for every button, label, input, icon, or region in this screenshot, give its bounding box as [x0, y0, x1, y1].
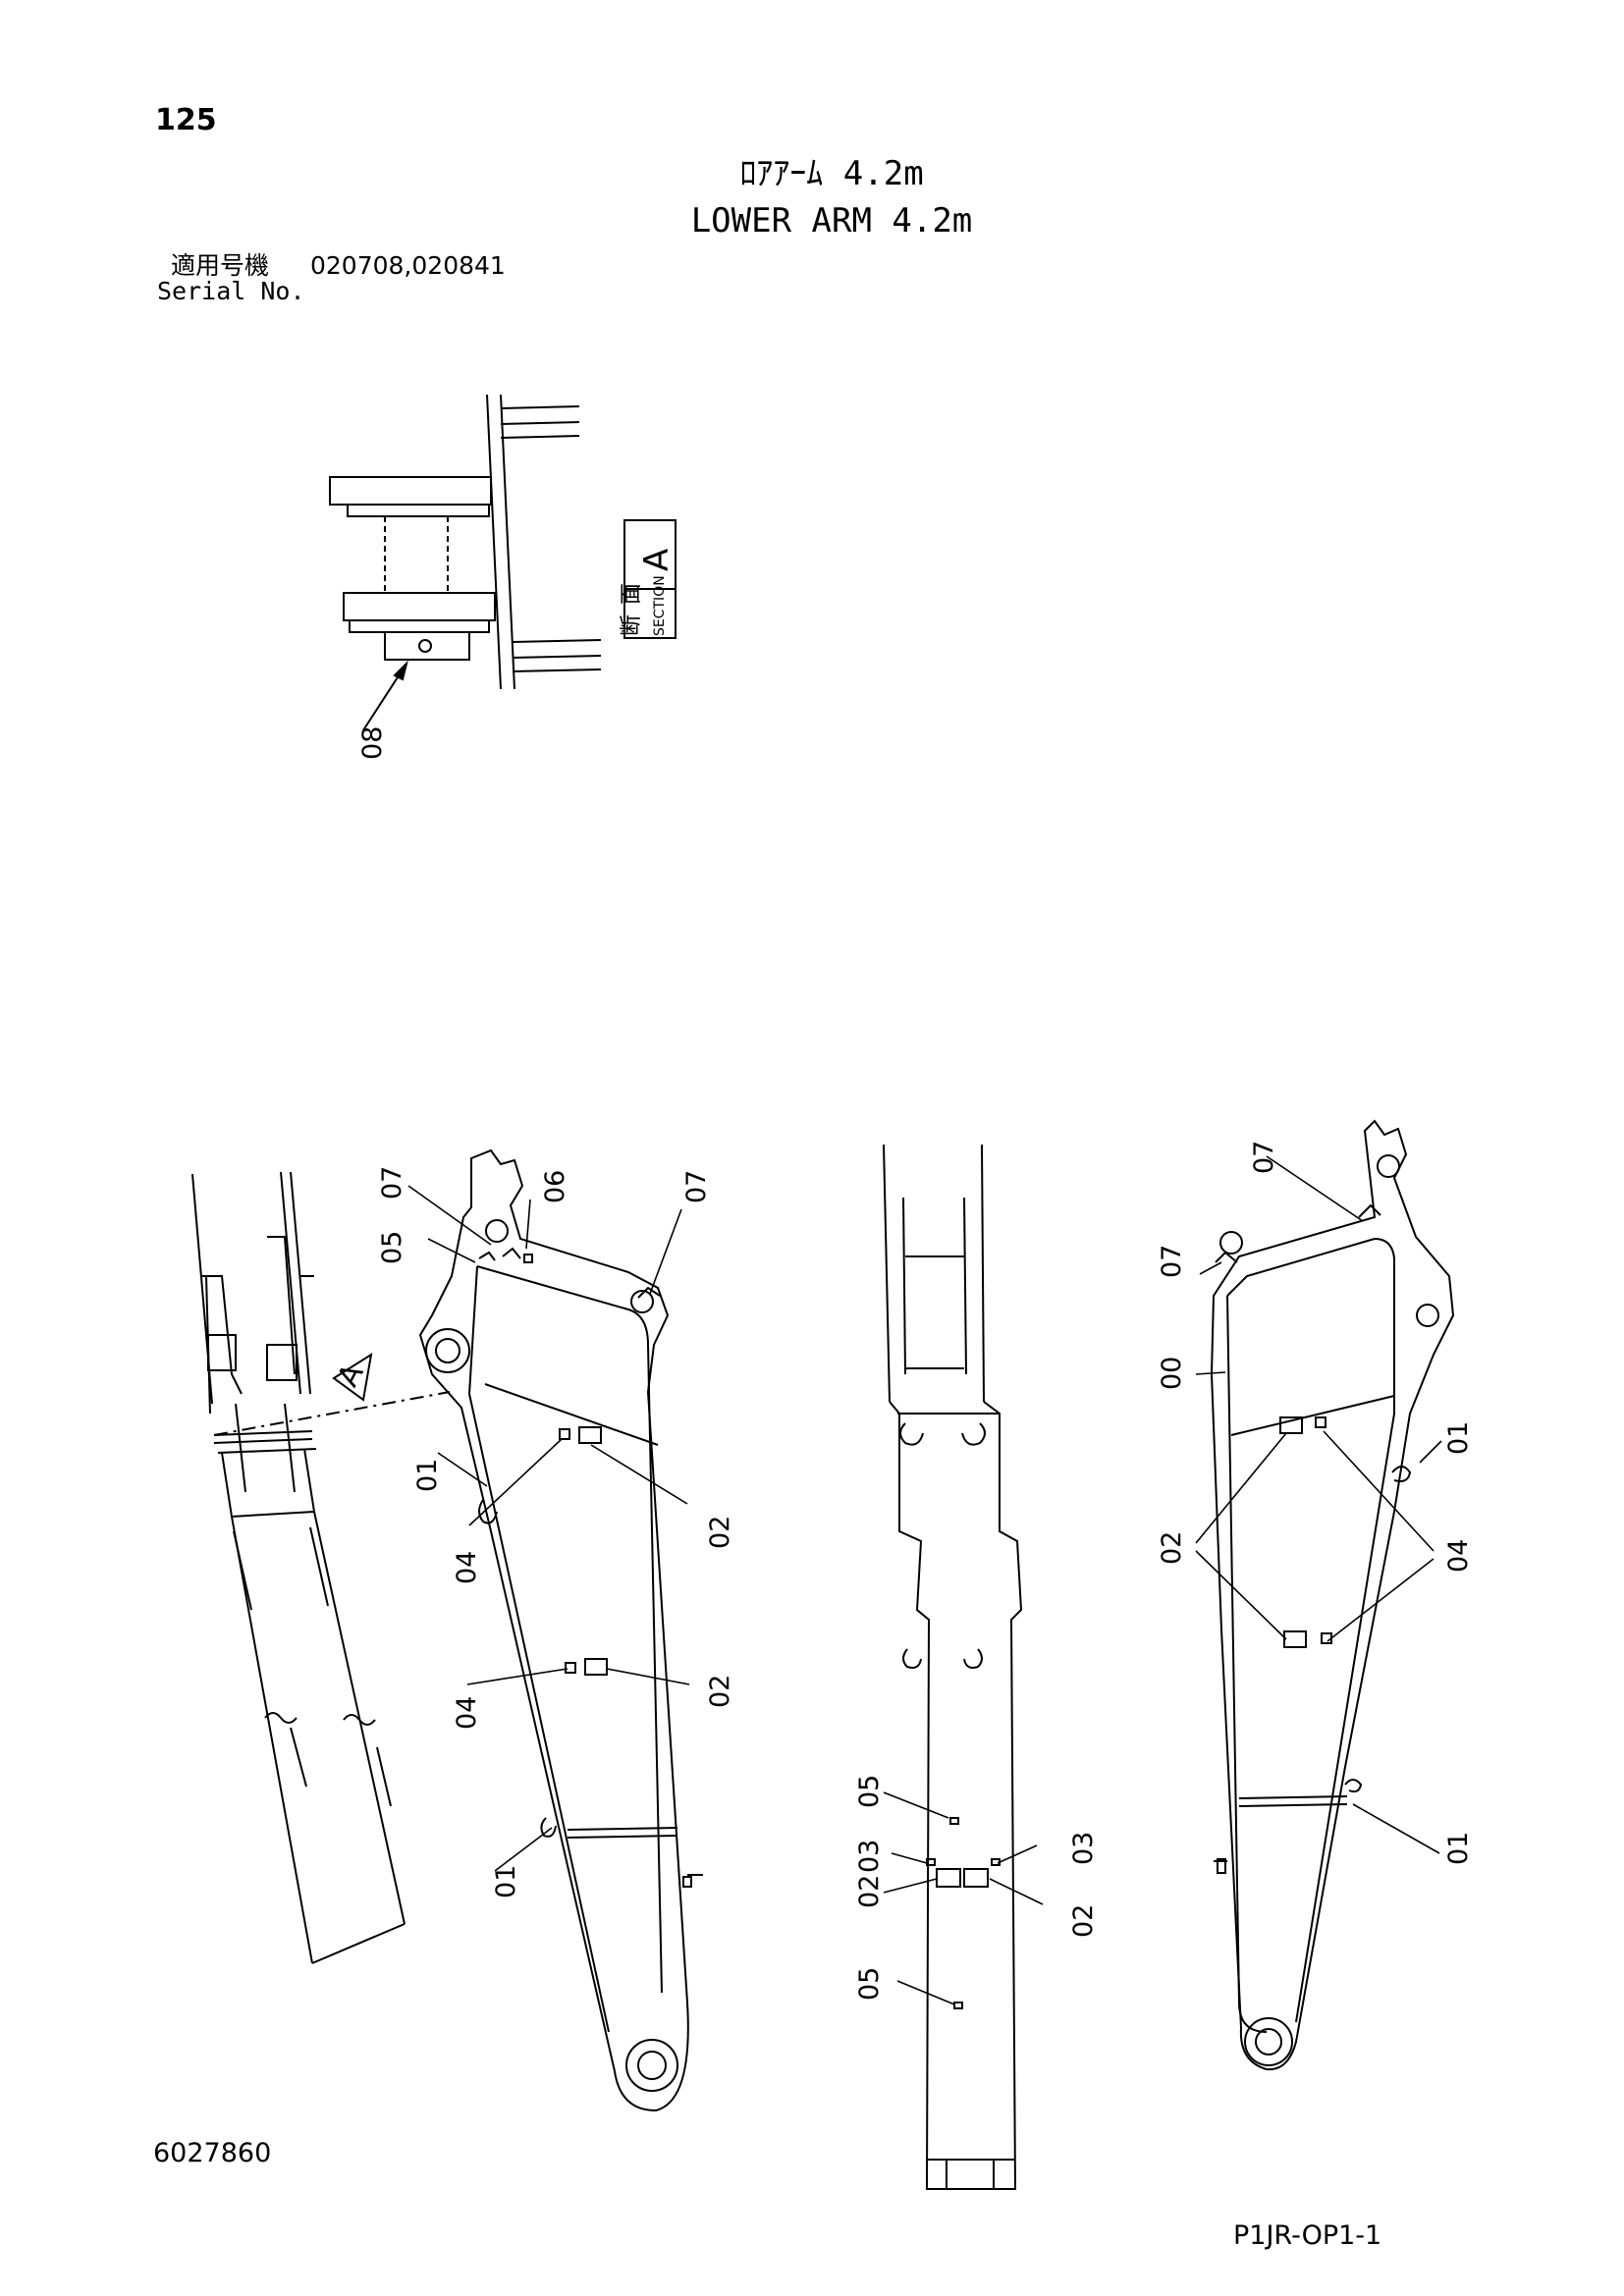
title-japanese: ﾛｱｱｰﾑ 4.2m: [739, 154, 924, 193]
section-word: SECTION: [652, 575, 668, 636]
page-code: P1JR-OP1-1: [1233, 2220, 1382, 2251]
callout-label: 04: [1443, 1539, 1474, 1573]
callout-label: 01: [1443, 1832, 1474, 1865]
callout-label: 07: [681, 1170, 712, 1203]
callout-label: 02: [705, 1675, 735, 1708]
serial-numbers: 020708,020841: [310, 251, 506, 280]
callout-label: 06: [540, 1170, 570, 1203]
callout-label: 07: [377, 1166, 407, 1200]
callout-label: 04: [452, 1696, 482, 1730]
section-a-detail: [329, 394, 677, 731]
title-english: LOWER ARM 4.2m: [690, 201, 973, 240]
callout-label: 07: [1157, 1245, 1187, 1278]
callout-label: 03: [854, 1840, 885, 1873]
leader-lines: [407, 1155, 1442, 2005]
right-arm-view: [1210, 1119, 1455, 2071]
drawing-number: 6027860: [153, 2138, 272, 2168]
callout-label: 08: [357, 726, 388, 760]
left-arm-view: [418, 1148, 703, 2112]
callout-labels: 08 07 06 07 05 01 04 02 04 02 01 05 03 0…: [357, 726, 1474, 2001]
callout-label: 02: [1157, 1531, 1187, 1565]
left-partial-view: [191, 1171, 406, 1964]
callout-label: 05: [854, 1967, 885, 2001]
section-kanji-2: 面: [620, 583, 644, 605]
callout-label: 04: [452, 1551, 482, 1584]
callout-label: 03: [1068, 1832, 1099, 1865]
section-label: 断 面 SECTION A: [620, 549, 677, 636]
section-line-a: A: [213, 1352, 451, 1436]
callout-label: 00: [1157, 1357, 1187, 1390]
callout-label: 02: [1068, 1904, 1099, 1938]
callout-label: 07: [1249, 1141, 1279, 1174]
callout-label: 01: [412, 1459, 443, 1492]
callout-label: 01: [1443, 1421, 1474, 1455]
callout-label: 01: [491, 1865, 521, 1898]
callout-label: 02: [705, 1516, 735, 1549]
serial-label-japanese: 適用号機: [171, 251, 270, 280]
section-letter: A: [637, 549, 677, 571]
page-number: 125: [155, 103, 217, 137]
serial-label-english: Serial No.: [157, 277, 305, 305]
section-kanji-1: 断: [620, 614, 644, 636]
center-arm-view: [883, 1144, 1023, 2190]
callout-label: 05: [854, 1775, 885, 1808]
callout-label: 02: [854, 1875, 885, 1908]
callout-label: 05: [377, 1231, 407, 1264]
